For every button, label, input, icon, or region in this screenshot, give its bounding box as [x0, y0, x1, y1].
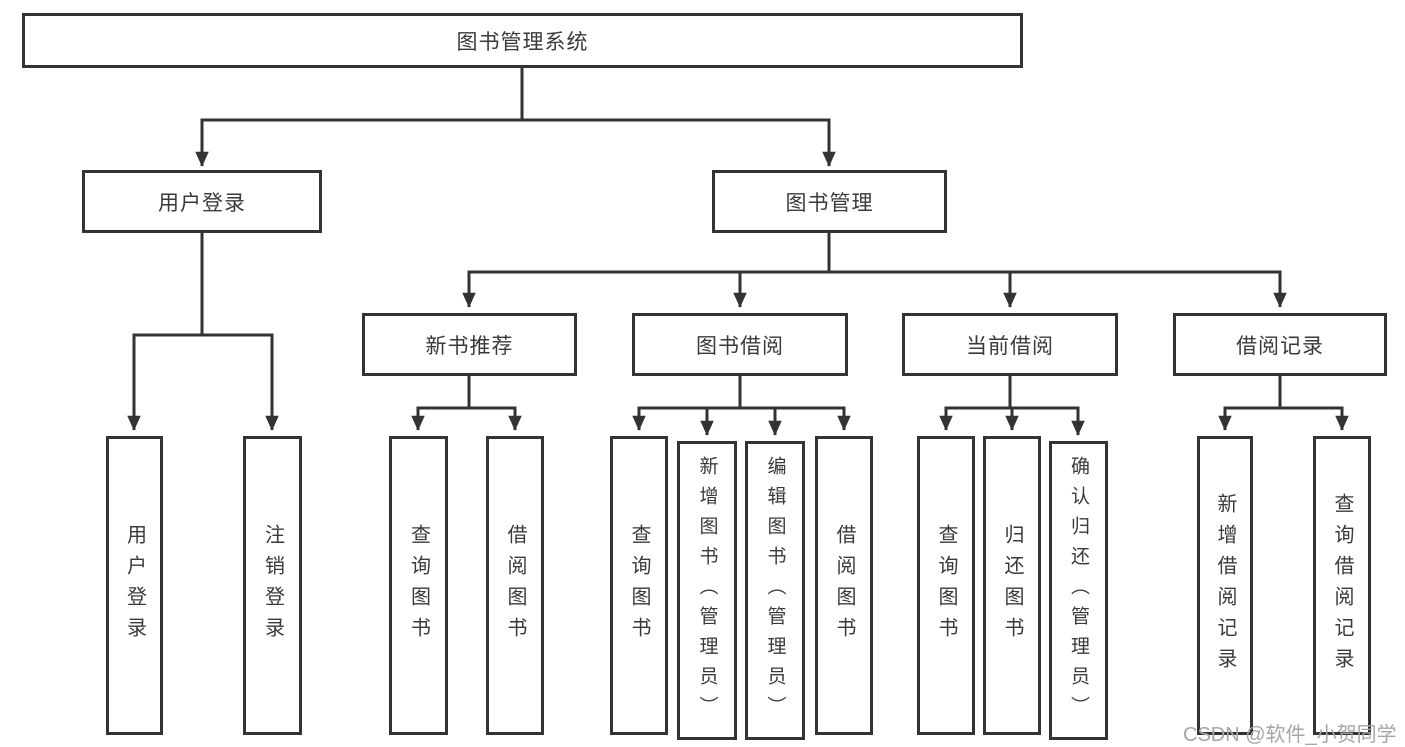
- node-borrow-record: 借阅记录: [1173, 313, 1387, 376]
- node-leaf-user-login: 用户登录: [106, 436, 163, 735]
- node-leaf-query-books-recommend: 查询图书: [389, 436, 448, 735]
- node-leaf-query-books-borrow: 查询图书: [610, 436, 668, 735]
- node-leaf-confirm-return-admin: 确认归还（管理员）: [1049, 441, 1108, 740]
- node-label: 编辑图书（管理员）: [764, 455, 786, 726]
- node-label: 查询图书: [935, 523, 957, 648]
- node-label: 新书推荐: [425, 334, 514, 358]
- node-leaf-borrow-books: 借阅图书: [815, 436, 873, 735]
- node-book-borrow: 图书借阅: [632, 313, 848, 376]
- node-label: 查询图书: [628, 523, 650, 648]
- node-label: 用户登录: [123, 523, 146, 648]
- node-leaf-add-borrow-record: 新增借阅记录: [1197, 436, 1253, 735]
- node-user-login: 用户登录: [82, 170, 322, 233]
- node-new-book-recommend: 新书推荐: [362, 313, 577, 376]
- node-book-management: 图书管理: [712, 170, 947, 233]
- node-label: 归还图书: [1001, 523, 1023, 648]
- node-library-management-system: 图书管理系统: [22, 13, 1023, 68]
- node-label: 图书管理: [785, 191, 874, 215]
- node-label: 查询借阅记录: [1331, 492, 1353, 679]
- node-label: 新增图书（管理员）: [696, 455, 718, 726]
- node-label: 当前借阅: [966, 334, 1054, 358]
- node-leaf-query-borrow-record: 查询借阅记录: [1313, 436, 1371, 735]
- node-label: 注销登录: [261, 523, 284, 648]
- node-label: 用户登录: [158, 191, 246, 215]
- node-leaf-edit-books-admin: 编辑图书（管理员）: [745, 441, 805, 740]
- node-current-borrow: 当前借阅: [902, 313, 1118, 376]
- node-label: 图书借阅: [696, 334, 784, 358]
- node-label: 借阅图书: [504, 523, 526, 648]
- node-leaf-query-books-current: 查询图书: [917, 436, 975, 735]
- node-label: 确认归还（管理员）: [1068, 455, 1089, 726]
- node-label: 图书管理系统: [456, 30, 589, 54]
- node-leaf-add-books-admin: 新增图书（管理员）: [677, 441, 737, 740]
- node-label: 新增借阅记录: [1214, 492, 1236, 679]
- node-label: 借阅图书: [833, 523, 855, 648]
- node-label: 借阅记录: [1236, 334, 1324, 358]
- node-leaf-return-books: 归还图书: [983, 436, 1041, 735]
- csdn-watermark: CSDN @软件_小贺同学: [1183, 724, 1397, 746]
- node-leaf-logout: 注销登录: [243, 436, 302, 735]
- node-leaf-borrow-books-recommend: 借阅图书: [486, 436, 544, 735]
- node-label: 查询图书: [407, 523, 430, 648]
